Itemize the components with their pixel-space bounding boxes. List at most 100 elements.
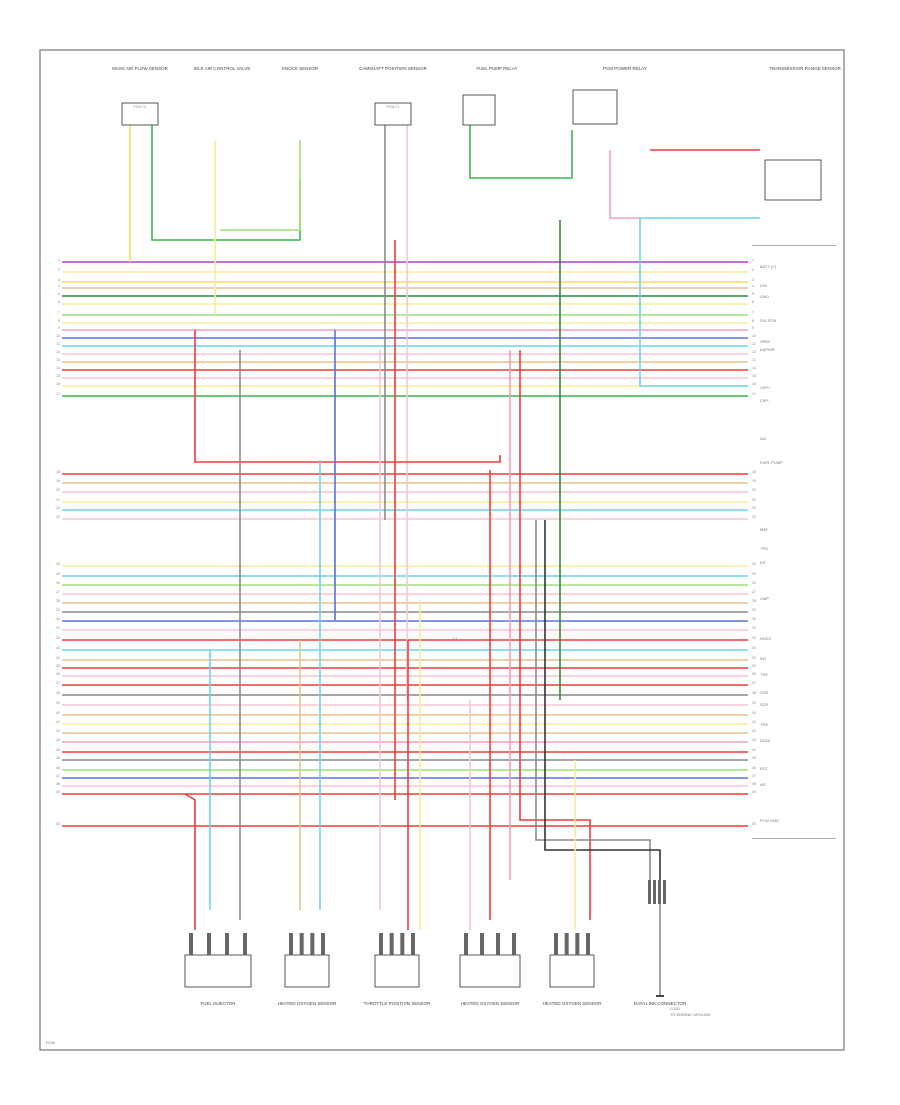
- bottom-component-label-2: THROTTLE POSITION SENSOR: [364, 1001, 432, 1006]
- left-pin-number-4: 5: [58, 292, 60, 296]
- right-divider-2: [752, 838, 836, 839]
- bottom-component-box-3: [459, 954, 521, 988]
- connector-pin-4-2: [575, 933, 580, 955]
- connector-pin-0-0: [189, 933, 193, 955]
- right-pin-number-36: 37: [752, 681, 756, 685]
- left-pin-number-21: 22: [56, 506, 60, 510]
- left-pin-number-8: 9: [58, 326, 60, 330]
- right-pin-number-18: 19: [752, 479, 756, 483]
- bottom-component-box-0: [184, 954, 252, 988]
- cross-wire-14: [184, 793, 196, 930]
- connector-pin-2-2: [400, 933, 405, 955]
- connector-label-left: PCM C1: [133, 105, 146, 109]
- right-circuit-label-15: INJ: [760, 656, 766, 661]
- right-pin-number-34: 35: [752, 664, 756, 668]
- left-pin-number-0: 1: [58, 258, 60, 262]
- connector-pin-1-0: [289, 933, 293, 955]
- left-pin-number-33: 34: [56, 656, 60, 660]
- right-circuit-label-22: IAT: [760, 782, 766, 787]
- left-pin-number-14: 15: [56, 374, 60, 378]
- right-circuit-label-6: CKP+: [760, 385, 771, 390]
- connector-pin-2-1: [389, 933, 394, 955]
- connector-pin-1-3: [321, 933, 325, 955]
- right-pin-number-38: 39: [752, 701, 756, 705]
- connector-pin-0-2: [225, 933, 229, 955]
- bottom-component-box-4: [549, 954, 595, 988]
- right-pin-number-1: 2: [752, 268, 754, 272]
- top-component-label-3: CAMSHAFT POSITION SENSOR: [359, 66, 427, 71]
- connector-pin-0-1: [207, 933, 211, 955]
- bottom-component-label-1: HEATED OXYGEN SENSOR: [278, 1001, 337, 1006]
- drop-ks-1: [220, 140, 301, 231]
- right-pin-number-17: 18: [752, 470, 756, 474]
- connector-pin-4-0: [554, 933, 558, 955]
- dlc-pin-2: [658, 880, 661, 904]
- right-pin-number-31: 32: [752, 636, 756, 640]
- top-component-label-6: TRANSMISSION RANGE SENSOR: [769, 66, 842, 71]
- left-pin-number-31: 32: [56, 636, 60, 640]
- left-pin-number-11: 12: [56, 350, 60, 354]
- right-pin-number-21: 22: [752, 506, 756, 510]
- right-divider-1: [752, 245, 836, 246]
- left-pin-number-18: 19: [56, 479, 60, 483]
- left-pin-number-45: 46: [56, 766, 60, 770]
- left-pin-number-26: 27: [56, 590, 60, 594]
- ground-symbol: [656, 995, 664, 997]
- bottom-component-label-4: HEATED OXYGEN SENSOR: [543, 1001, 602, 1006]
- left-pin-number-49: 50: [56, 822, 60, 826]
- connector-label-mid: C1: [452, 636, 458, 641]
- bottom-component-label-3: HEATED OXYGEN SENSOR: [461, 1001, 520, 1006]
- left-pin-number-30: 31: [56, 626, 60, 630]
- left-pin-number-34: 35: [56, 664, 60, 668]
- cross-wire-11: [544, 520, 661, 900]
- left-pin-number-5: 6: [58, 300, 60, 304]
- top-component-box-3: [572, 89, 618, 125]
- diagram-frame: [39, 49, 845, 1051]
- left-pin-number-3: 4: [58, 284, 60, 288]
- connector-label-right: PCM C1: [386, 105, 399, 109]
- right-pin-number-27: 28: [752, 599, 756, 603]
- connector-pin-4-3: [586, 933, 590, 955]
- figure-label: PCM: [46, 1040, 55, 1045]
- left-pin-number-44: 45: [56, 756, 60, 760]
- left-pin-number-46: 47: [56, 774, 60, 778]
- left-pin-number-32: 33: [56, 646, 60, 650]
- top-component-box-1: [374, 102, 412, 126]
- right-circuit-label-14: HO2S: [760, 636, 771, 641]
- right-pin-number-12: 13: [752, 358, 756, 362]
- right-pin-number-33: 34: [752, 656, 756, 660]
- ground-note: TO ENGINE GROUND: [670, 1012, 711, 1017]
- right-pin-number-16: 17: [752, 392, 756, 396]
- right-pin-number-40: 41: [752, 720, 756, 724]
- drop-fp-loop: [469, 120, 573, 179]
- drop-trs-3: [639, 218, 748, 387]
- connector-pin-3-2: [496, 933, 500, 955]
- left-pin-number-37: 38: [56, 691, 60, 695]
- connector-pin-0-3: [243, 933, 247, 955]
- right-pin-number-42: 43: [752, 738, 756, 742]
- left-pin-number-17: 18: [56, 470, 60, 474]
- left-pin-number-7: 8: [58, 319, 60, 323]
- cross-wire-0: [194, 330, 501, 463]
- left-pin-number-9: 10: [56, 334, 60, 338]
- right-circuit-label-18: SCP: [760, 702, 769, 707]
- component-layer: [121, 89, 836, 997]
- left-pin-number-12: 13: [56, 358, 60, 362]
- left-pin-number-29: 30: [56, 617, 60, 621]
- connector-pin-2-0: [379, 933, 383, 955]
- bottom-component-label-5: DATA LINK CONNECTOR: [634, 1001, 687, 1006]
- right-circuit-label-19: TRS: [760, 722, 768, 727]
- left-pin-number-22: 23: [56, 515, 60, 519]
- drop-maf-2: [151, 120, 301, 241]
- left-pin-number-15: 16: [56, 382, 60, 386]
- left-pin-number-43: 44: [56, 748, 60, 752]
- right-pin-number-5: 6: [752, 300, 754, 304]
- right-circuit-label-13: CMP: [760, 596, 769, 601]
- right-pin-number-9: 10: [752, 334, 756, 338]
- right-circuit-label-20: DATA: [760, 738, 770, 743]
- top-component-label-1: IDLE AIR CONTROL VALVE: [194, 66, 251, 71]
- left-pin-number-25: 26: [56, 581, 60, 585]
- left-pin-number-16: 17: [56, 392, 60, 396]
